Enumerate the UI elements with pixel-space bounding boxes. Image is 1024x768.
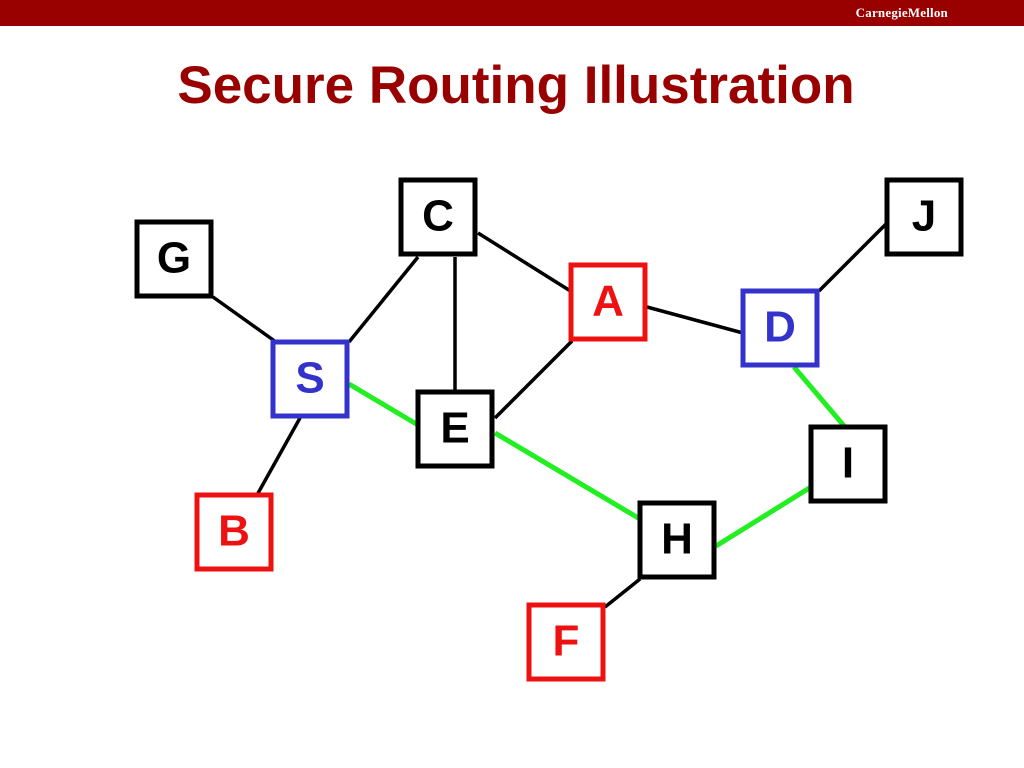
route-edge-i-d [792, 365, 847, 429]
node-i: I [808, 424, 888, 504]
edge-d-j [817, 221, 889, 293]
node-box-i [808, 424, 888, 504]
node-box-f [526, 602, 606, 682]
edge-s-b [255, 417, 302, 496]
node-a: A [568, 262, 648, 342]
header-bar: CarnegieMellon [0, 0, 1024, 26]
route-edge-s-e [347, 381, 420, 428]
edge-s-c [347, 255, 420, 344]
node-e: E [415, 389, 495, 469]
node-b: B [194, 492, 274, 572]
node-j: J [884, 177, 964, 257]
node-box-d [740, 288, 820, 368]
node-g: G [134, 219, 214, 299]
node-label-i: I [842, 439, 854, 488]
edge-a-d [646, 305, 744, 335]
node-label-g: G [157, 234, 191, 283]
route-edge-e-h [493, 430, 642, 522]
node-label-e: E [440, 404, 469, 453]
node-label-j: J [912, 192, 936, 241]
node-box-c [398, 177, 478, 257]
route-edge-h-i [714, 484, 813, 549]
node-label-b: B [218, 507, 250, 556]
node-c: C [398, 177, 478, 257]
node-label-c: C [422, 192, 454, 241]
node-box-g [134, 219, 214, 299]
edge-g-s [211, 295, 278, 344]
node-box-a [568, 262, 648, 342]
node-box-b [194, 492, 274, 572]
node-box-s [270, 339, 350, 419]
node-label-a: A [592, 277, 624, 326]
node-box-j [884, 177, 964, 257]
edges-layer [211, 221, 889, 609]
node-label-s: S [295, 354, 324, 403]
node-label-h: H [661, 515, 693, 564]
node-label-f: F [553, 617, 580, 666]
node-h: H [637, 500, 717, 580]
edge-c-a [477, 231, 573, 294]
node-box-e [415, 389, 495, 469]
node-label-d: D [764, 303, 796, 352]
node-s: S [270, 339, 350, 419]
node-box-h [637, 500, 717, 580]
slide-title: Secure Routing Illustration [177, 56, 855, 115]
node-d: D [740, 288, 820, 368]
university-logo: CarnegieMellon [855, 5, 948, 20]
edge-a-e [493, 339, 574, 420]
nodes-layer: C J G A D S E I B H F [134, 177, 964, 682]
node-f: F [526, 602, 606, 682]
edge-h-f [603, 577, 642, 609]
